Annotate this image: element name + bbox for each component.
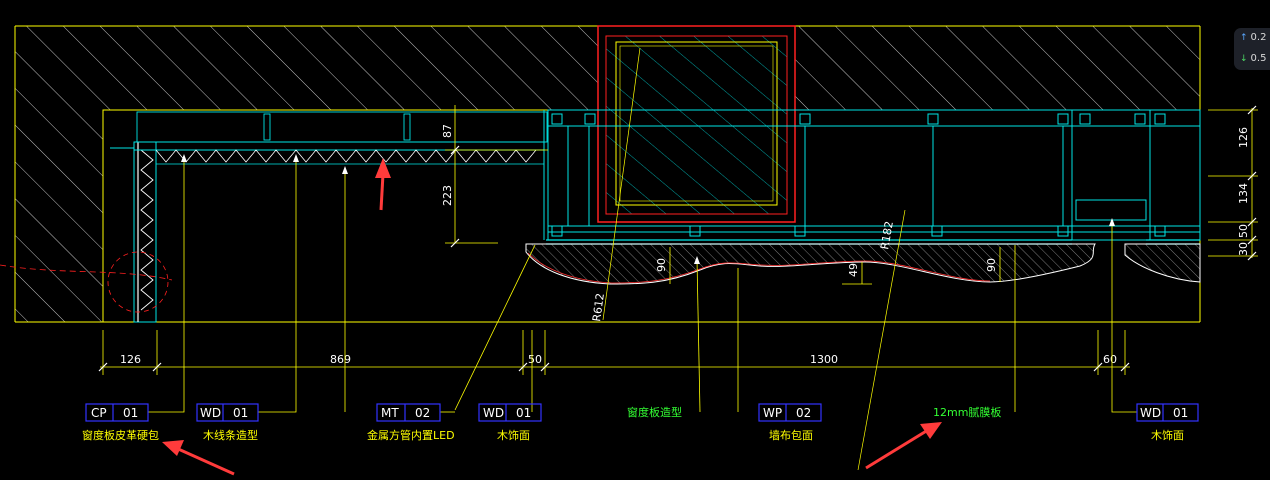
radius-r612: R612 xyxy=(590,292,607,322)
zoom-up-value: 0.2 xyxy=(1250,32,1267,43)
callout-name: 木线条造型 xyxy=(203,428,258,442)
curved-soffit xyxy=(525,243,1201,285)
dim-curve-49: 49 xyxy=(847,263,860,277)
zoom-down-row[interactable]: ↓0.5 xyxy=(1240,52,1266,66)
callout-code: CP xyxy=(91,406,107,420)
callout-code: WD xyxy=(1140,406,1161,420)
led-ceiling-channel xyxy=(133,110,549,240)
callout-name: 木饰面 xyxy=(497,428,530,442)
callout-curve-board[interactable]: 窗度板造型 xyxy=(627,405,682,419)
dim-right-30: 30 xyxy=(1237,242,1250,256)
dimension-ticks xyxy=(98,105,1257,372)
dim-87: 87 xyxy=(441,124,454,138)
dim-1300: 1300 xyxy=(810,353,838,366)
dim-right-126: 126 xyxy=(1237,127,1250,148)
callout-wd-01-a[interactable]: WD 01 木线条造型 xyxy=(196,403,259,442)
callout-code: MT xyxy=(381,406,399,420)
annotation-arrow-up xyxy=(375,158,391,211)
dim-126: 126 xyxy=(120,353,141,366)
callout-wd-01-c[interactable]: WD 01 木饰面 xyxy=(1136,403,1199,442)
callout-name: 木饰面 xyxy=(1151,428,1184,442)
zoom-up-row[interactable]: ↑0.2 xyxy=(1240,31,1266,45)
callout-num: 02 xyxy=(415,406,430,420)
left-wall-panel xyxy=(0,141,173,323)
annotation-arrow-upright xyxy=(865,422,942,470)
callout-code: WD xyxy=(200,406,221,420)
arrow-down-icon: ↓ xyxy=(1240,54,1248,64)
dim-right-50: 50 xyxy=(1237,224,1250,238)
dimension-lines xyxy=(100,105,1258,375)
callout-name: 窗度板造型 xyxy=(627,405,682,419)
callout-cp-01[interactable]: CP 01 窗度板皮革硬包 xyxy=(82,403,159,442)
dim-60: 60 xyxy=(1103,353,1117,366)
zoom-down-value: 0.5 xyxy=(1250,53,1267,64)
callout-num: 01 xyxy=(123,406,138,420)
callout-wp-02[interactable]: WP 02 墙布包面 xyxy=(758,403,822,442)
callout-wd-01-b[interactable]: WD 01 木饰面 xyxy=(478,403,542,442)
callout-code: WP xyxy=(763,406,782,420)
leader-arrowheads xyxy=(181,154,1115,264)
callout-name: 墙布包面 xyxy=(769,428,813,442)
callout-name: 12mm腻膜板 xyxy=(933,405,1001,419)
arrow-up-icon: ↑ xyxy=(1240,33,1248,43)
dim-right-134: 134 xyxy=(1237,183,1250,204)
leader-lines xyxy=(148,158,1137,413)
callout-name: 窗度板皮革硬包 xyxy=(82,428,159,442)
callout-num: 01 xyxy=(233,406,248,420)
radius-r182: R182 xyxy=(878,220,896,250)
annotation-arrow-left xyxy=(162,440,235,476)
callout-name: 金属方管内置LED xyxy=(367,428,455,442)
callout-12mm-board[interactable]: 12mm腻膜板 xyxy=(933,405,1001,419)
dim-curve-90-left: 90 xyxy=(655,258,668,272)
dim-223: 223 xyxy=(441,185,454,206)
radius-guides xyxy=(454,47,906,471)
callout-num: 01 xyxy=(516,406,531,420)
callout-num: 01 xyxy=(1173,406,1188,420)
dim-869: 869 xyxy=(330,353,351,366)
dim-50: 50 xyxy=(528,353,542,366)
callout-code: WD xyxy=(483,406,504,420)
callout-mt-02[interactable]: MT 02 金属方管内置LED xyxy=(367,403,455,442)
concrete-beam xyxy=(597,25,796,223)
callout-num: 02 xyxy=(796,406,811,420)
viewer-controls: ↑0.2 ↓0.5 xyxy=(1234,28,1270,70)
dim-curve-90-right: 90 xyxy=(985,258,998,272)
